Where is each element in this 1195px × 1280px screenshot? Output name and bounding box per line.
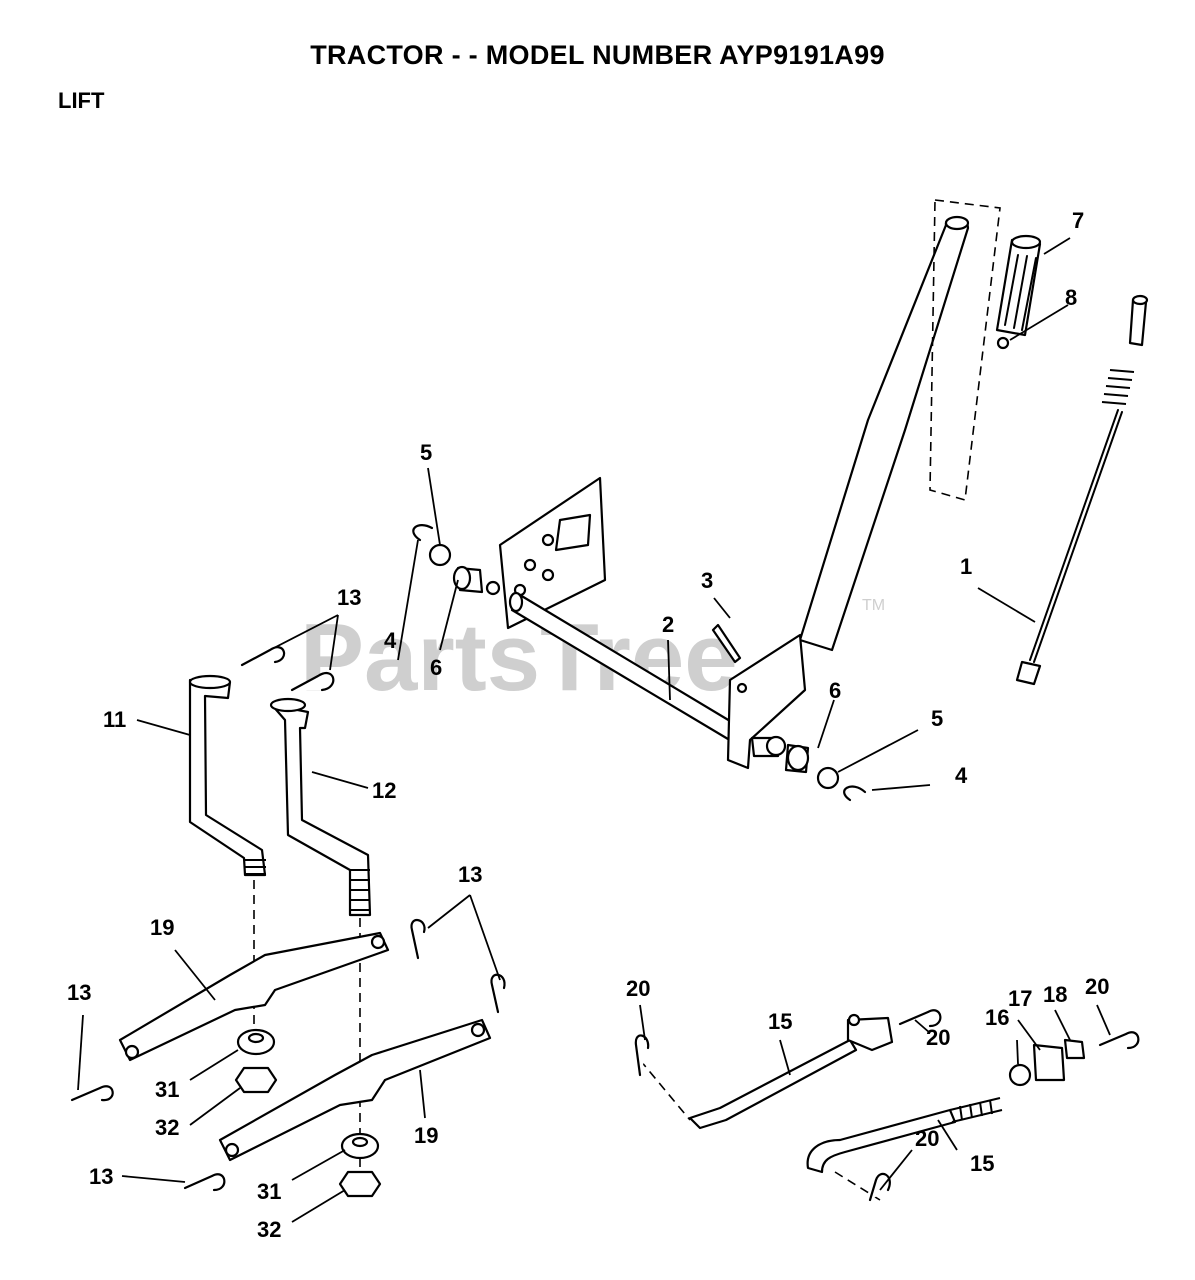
page-title: TRACTOR - - MODEL NUMBER AYP9191A99 [310, 40, 885, 70]
callout-5-right: 5 [931, 706, 943, 731]
callout-20-bottom: 20 [915, 1126, 939, 1151]
callout-32-upper: 32 [155, 1115, 179, 1140]
callout-13-bottom: 13 [89, 1164, 113, 1189]
adjust-rod-lower-axis [834, 1171, 881, 1201]
lift-cable [1015, 294, 1149, 686]
callout-5-left: 5 [420, 440, 432, 465]
callout-31-lower: 31 [257, 1179, 281, 1204]
callout-15-lower: 15 [970, 1151, 994, 1176]
callout-18: 18 [1043, 982, 1067, 1007]
callout-12: 12 [372, 778, 396, 803]
adjust-nut [1063, 1038, 1086, 1060]
callout-6-left: 6 [430, 655, 442, 680]
adjust-rod-lower [806, 1097, 1003, 1174]
hair-pins-rod [634, 1009, 1140, 1202]
washer [1008, 1063, 1032, 1087]
callout-8: 8 [1065, 285, 1077, 310]
cotter-pin [711, 623, 742, 664]
callout-19-lower: 19 [414, 1123, 438, 1148]
callout-32-lower: 32 [257, 1217, 281, 1242]
lift-link-right [269, 697, 372, 917]
callout-15-upper: 15 [768, 1009, 792, 1034]
spacer-lower [340, 1132, 380, 1160]
left-shaft-hardware [412, 524, 501, 596]
handle-grip [995, 234, 1042, 350]
spacer-upper [236, 1028, 276, 1056]
section-title: LIFT [58, 88, 105, 113]
callout-7: 7 [1072, 208, 1084, 233]
trunnion-block [1032, 1043, 1066, 1082]
callout-1: 1 [960, 554, 972, 579]
callout-6-right: 6 [829, 678, 841, 703]
leader-lines [77, 237, 1111, 1223]
adjust-rod-upper-axis [639, 1059, 691, 1121]
lift-arm-lower [218, 1018, 492, 1162]
lift-handle [798, 199, 1001, 652]
callout-13-middle: 13 [458, 862, 482, 887]
lift-shaft [508, 591, 807, 770]
nut-upper [234, 1066, 278, 1094]
lift-arm-upper [118, 931, 390, 1062]
callout-16: 16 [985, 1005, 1009, 1030]
callout-31-upper: 31 [155, 1077, 179, 1102]
callout-13-top: 13 [337, 585, 361, 610]
callout-3: 3 [701, 568, 713, 593]
lift-link-left [188, 674, 267, 877]
callout-20-middle: 20 [926, 1025, 950, 1050]
callout-17: 17 [1008, 986, 1032, 1011]
mounting-bracket [498, 476, 607, 630]
callout-13-left: 13 [67, 980, 91, 1005]
callout-4-left: 4 [384, 628, 397, 653]
callout-4-right: 4 [955, 763, 968, 788]
hair-pins-arm [70, 919, 506, 1192]
callout-19-upper: 19 [150, 915, 174, 940]
adjust-rod-upper [688, 1013, 894, 1130]
callout-20-right: 20 [1085, 974, 1109, 999]
callout-20-left: 20 [626, 976, 650, 1001]
right-shaft-hardware [784, 743, 867, 802]
nut-lower [338, 1170, 382, 1198]
callout-11: 11 [103, 707, 126, 732]
watermark-tm: TM [862, 597, 885, 614]
callout-2: 2 [662, 612, 674, 637]
